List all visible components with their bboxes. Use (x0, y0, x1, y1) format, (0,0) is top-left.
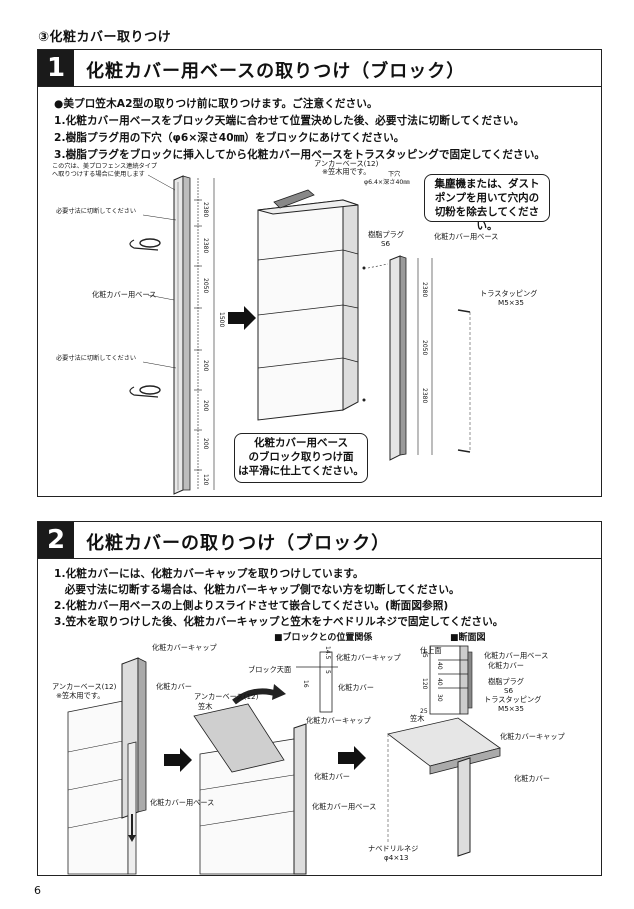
page-number: 6 (34, 884, 41, 897)
dim-sec-4: 40 (436, 678, 443, 686)
sec-base-label: 化粧カバー用ベース (484, 651, 549, 660)
dim-left-4: 1500 (218, 312, 225, 328)
step2-instruction-1b: 必要寸法に切断する場合は、化粧カバーキャップ側でない方を切断してください。 (54, 584, 460, 596)
dim-left-6: 200 (202, 400, 209, 412)
sec-plug-size: S6 (504, 686, 514, 695)
step1-number: 1 (38, 50, 74, 86)
truss-tapping-label: トラスタッピング (480, 289, 538, 298)
dim-left-3: 2050 (202, 278, 209, 294)
kasagi-label: 笠木 (198, 702, 213, 711)
cut-note-bottom: 必要寸法に切断してください (56, 355, 137, 362)
dim-sec-5: 30 (436, 694, 443, 702)
dim-pos-2: 5 (324, 670, 331, 674)
step1-heading: 化粧カバー用ベースの取りつけ（ブロック） (86, 61, 466, 82)
subhead-position: ■ブロックとの位置関係 (274, 633, 373, 643)
dim-sec-3: 40 (436, 662, 443, 670)
sec-truss-size: M5×35 (498, 704, 524, 713)
cover-label-mid: 化粧カバー (314, 772, 350, 781)
dim-right-2: 2050 (421, 340, 428, 356)
step1-note: ●美プロ笠木A2型の取りつけ前に取りつけます。ご注意ください。 (54, 98, 378, 110)
dim-left-1: 2380 (202, 202, 209, 218)
base-label-mid: 化粧カバー用ベース (312, 802, 377, 811)
step1-instruction-1: 1.化粧カバー用ベースをブロック天端に合わせて位置決めした後、必要寸法に切断して… (54, 115, 525, 127)
pan-screw-label: ナベドリルネジ (368, 844, 419, 853)
step2-instruction-2: 2.化粧カバー用ベースの上側よりスライドさせて嵌合してください。(断面図参照) (54, 600, 449, 612)
hole-note-1: この穴は、美プロフェンス連続タイプ (52, 163, 158, 170)
sec-plug-label: 樹脂プラグ (488, 677, 524, 686)
step1-header (38, 50, 601, 87)
dim-sec-1: 45 (421, 650, 428, 658)
dim-sec-2: 120 (421, 678, 428, 690)
anchor-base-label: アンカーベース(12) (314, 159, 379, 168)
step2-header (38, 522, 601, 559)
dust-note-line-3: 切粉を除去してください。 (434, 206, 540, 232)
cap-right-label: 化粧カバーキャップ (500, 732, 565, 741)
step2-instruction-3: 3.笠木を取りつけした後、化粧カバーキャップと笠木をナベドリルネジで固定してくだ… (54, 616, 504, 628)
dust-note-line-2: ポンプを用いて穴内の (434, 192, 540, 204)
dim-left-7: 200 (202, 438, 209, 450)
finish-top-label: 仕上面 (420, 646, 442, 655)
subhead-section: ■断面図 (450, 633, 486, 643)
dim-pos-3: 16 (302, 680, 309, 688)
anchor-note: ※笠木用です。 (322, 167, 371, 176)
dim-left-8: 120 (202, 474, 209, 486)
step1-instruction-2: 2.樹脂プラグ用の下穴（φ6×深さ40㎜）をブロックにあけてください。 (54, 132, 405, 144)
dust-note: 集塵機または、ダスト ポンプを用いて穴内の 切粉を除去してください。 (424, 174, 550, 232)
pilot-hole-size: φ6.4×深さ40㎜ (364, 179, 410, 186)
anchor-base-label-mid: アンカーベース(12) (194, 692, 259, 701)
step1-panel: 1 化粧カバー用ベースの取りつけ（ブロック） ●美プロ笠木A2型の取りつけ前に取… (37, 49, 602, 497)
dim-right-1: 2380 (421, 282, 428, 298)
step2-heading: 化粧カバーの取りつけ（ブロック） (86, 533, 391, 554)
flat-note-line-1: 化粧カバー用ベース (254, 437, 348, 449)
cut-note-top: 必要寸法に切断してください (56, 208, 137, 215)
block-top-label: ブロック天面 (248, 665, 292, 674)
step2-instruction-1: 1.化粧カバーには、化粧カバーキャップを取りつけしています。 (54, 568, 364, 580)
pos-cap-label: 化粧カバーキャップ (336, 653, 401, 662)
dim-right-3: 2380 (421, 388, 428, 404)
resin-plug-label: 樹脂プラグ (368, 230, 404, 239)
step1-instruction-3: 3.樹脂プラグをブロックに挿入してから化粧カバー用ベースをトラスタッピングで固定… (54, 149, 546, 161)
flat-note-line-2: のブロック取りつけ面 (248, 451, 354, 463)
base-label-left: 化粧カバー用ベース (92, 290, 157, 299)
cover-right-label: 化粧カバー (514, 774, 550, 783)
cover-install-illustration (67, 645, 501, 875)
anchor-note-left: ※笠木用です。 (56, 691, 105, 700)
flat-note: 化粧カバー用ベース のブロック取りつけ面 は平滑に仕上てください。 (234, 433, 368, 483)
flat-note-line-3: は平滑に仕上てください。 (238, 465, 364, 477)
dim-pos-1: 14.5 (324, 646, 331, 660)
pilot-hole-label: 下穴 (388, 171, 401, 178)
step2-number: 2 (38, 522, 74, 558)
pos-cover-label: 化粧カバー (338, 683, 374, 692)
dim-left-5: 200 (202, 360, 209, 372)
base-label-right: 化粧カバー用ベース (434, 232, 499, 241)
cap-label-left: 化粧カバーキャップ (152, 643, 217, 652)
dim-left-2: 2380 (202, 238, 209, 254)
pan-screw-size: φ4×13 (384, 853, 409, 862)
cover-label-left: 化粧カバー (156, 682, 192, 691)
sec-cover-label: 化粧カバー (488, 661, 524, 670)
resin-plug-size: S6 (381, 239, 391, 248)
sec-truss-label: トラスタッピング (484, 695, 542, 704)
hole-note-2: へ取りつけする場合に使用します (52, 171, 145, 178)
cap-label-mid: 化粧カバーキャップ (306, 716, 371, 725)
dust-note-line-1: 集塵機または、ダスト (434, 178, 540, 190)
dim-sec-6: 25 (420, 708, 428, 715)
section-title: ③化粧カバー取りつけ (38, 30, 172, 45)
step2-panel: 2 化粧カバーの取りつけ（ブロック） 1.化粧カバーには、化粧カバーキャップを取… (37, 521, 602, 876)
anchor-base-label-left: アンカーベース(12) (52, 682, 117, 691)
base-rail-illustration (129, 174, 471, 495)
kasagi-right-label: 笠木 (410, 714, 425, 723)
truss-tapping-size: M5×35 (498, 298, 524, 307)
base-label-left: 化粧カバー用ベース (150, 798, 215, 807)
